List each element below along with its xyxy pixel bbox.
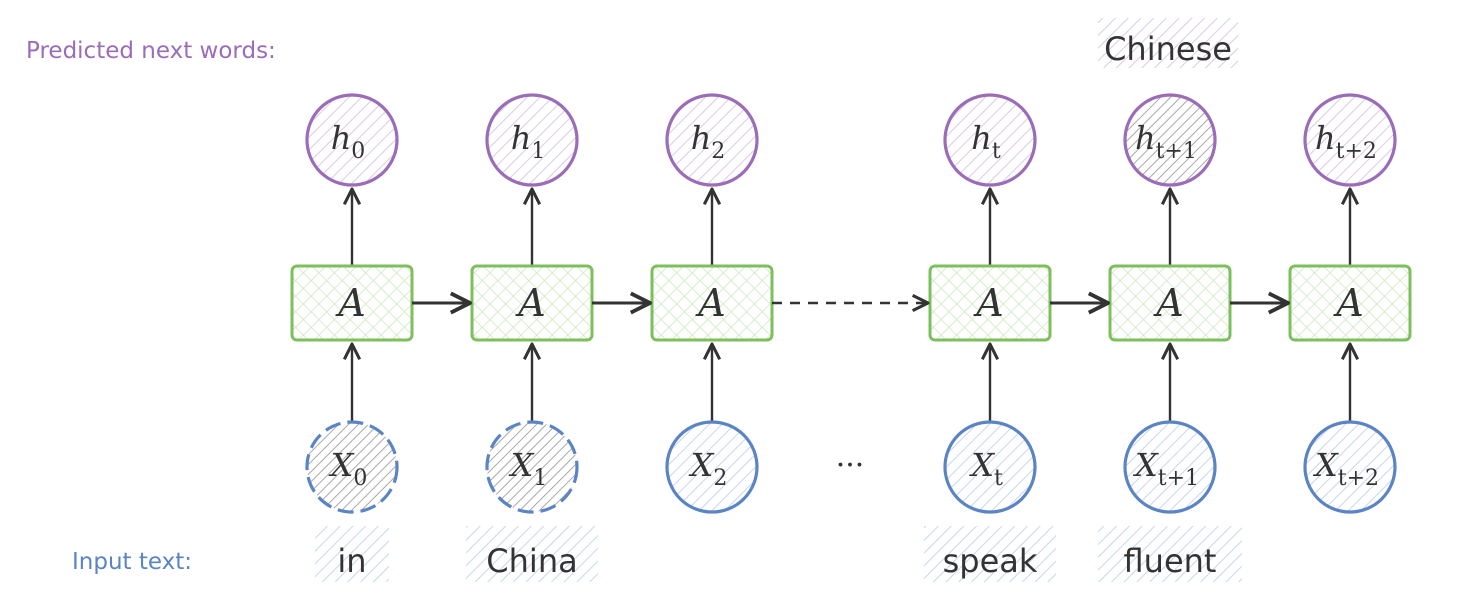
rnn-cell-fill (1110, 266, 1230, 340)
predicted-word: Chinese (1098, 18, 1238, 68)
rnn-cell-label: A (515, 281, 545, 325)
input-node (485, 420, 579, 514)
input-word: speak (943, 542, 1038, 580)
input-node (665, 420, 759, 514)
hidden-node-fill (667, 95, 757, 185)
input-node-fill (945, 422, 1035, 512)
input-node-fill (1125, 422, 1215, 512)
input-node-label: Xt (968, 446, 1003, 491)
hidden-node (305, 93, 399, 187)
input-word: China (486, 542, 577, 580)
rnn-step-4: ht+1A Xt+1 fluent (1098, 93, 1242, 582)
input-node (305, 420, 399, 514)
input-node-fill (667, 422, 757, 512)
predicted-word-highlight (1098, 18, 1238, 68)
input-node-label: X0 (328, 446, 368, 491)
hidden-node-label: h1 (511, 119, 546, 164)
hidden-node-fill (307, 95, 397, 185)
predicted-words-label: Predicted next words: (26, 38, 276, 64)
rnn-cell-fill (930, 266, 1050, 340)
hidden-node (665, 93, 759, 187)
rnn-cell-label: A (695, 281, 725, 325)
rnn-step-5: ht+2A Xt+2 (1288, 93, 1412, 514)
input-text-label: Input text: (72, 549, 192, 575)
hidden-node-label: h0 (331, 119, 366, 164)
hidden-node-fill (487, 95, 577, 185)
hidden-node (1303, 93, 1397, 187)
hidden-node (943, 93, 1037, 187)
hidden-node (1123, 93, 1217, 187)
hidden-node-label: h2 (691, 119, 726, 164)
sequence-ellipsis: ··· (836, 448, 865, 483)
hidden-node-label: ht+1 (1135, 119, 1197, 164)
input-node-fill (487, 422, 577, 512)
hidden-node (485, 93, 579, 187)
input-word: fluent (1124, 542, 1217, 580)
rnn-cell-fill (1290, 266, 1410, 340)
hidden-node-label: ht (971, 119, 1001, 164)
input-node (1123, 420, 1217, 514)
hidden-node-label: ht+2 (1315, 119, 1377, 164)
input-word-highlight (315, 526, 389, 582)
input-node-label: Xt+1 (1132, 446, 1199, 491)
rnn-step-2: h2A X2 (650, 93, 774, 514)
rnn-cell-label: A (973, 281, 1003, 325)
input-word-highlight (924, 526, 1056, 582)
rnn-cell (1288, 264, 1412, 342)
hidden-node-fill (1305, 95, 1395, 185)
input-node-fill (1305, 422, 1395, 512)
hidden-node-fill (945, 95, 1035, 185)
input-node (943, 420, 1037, 514)
input-node-label: Xt+2 (1312, 446, 1379, 491)
rnn-cell-label: A (1153, 281, 1183, 325)
rnn-cell-label: A (335, 281, 365, 325)
hidden-node-fill (1125, 95, 1215, 185)
input-node-label: X2 (688, 446, 728, 491)
input-word-highlight (466, 526, 598, 582)
input-node (1303, 420, 1397, 514)
rnn-step-3: htA Xt speak (924, 93, 1056, 582)
rnn-cell-label: A (1333, 281, 1363, 325)
rnn-step-0: h0A X0 in (290, 93, 414, 582)
rnn-cell-fill (292, 266, 412, 340)
input-node-label: X1 (508, 446, 548, 491)
input-word: in (337, 542, 366, 580)
predicted-word-text: Chinese (1104, 30, 1232, 68)
rnn-cell-fill (652, 266, 772, 340)
input-node-fill (307, 422, 397, 512)
rnn-cell-fill (472, 266, 592, 340)
input-word-highlight (1098, 526, 1242, 582)
